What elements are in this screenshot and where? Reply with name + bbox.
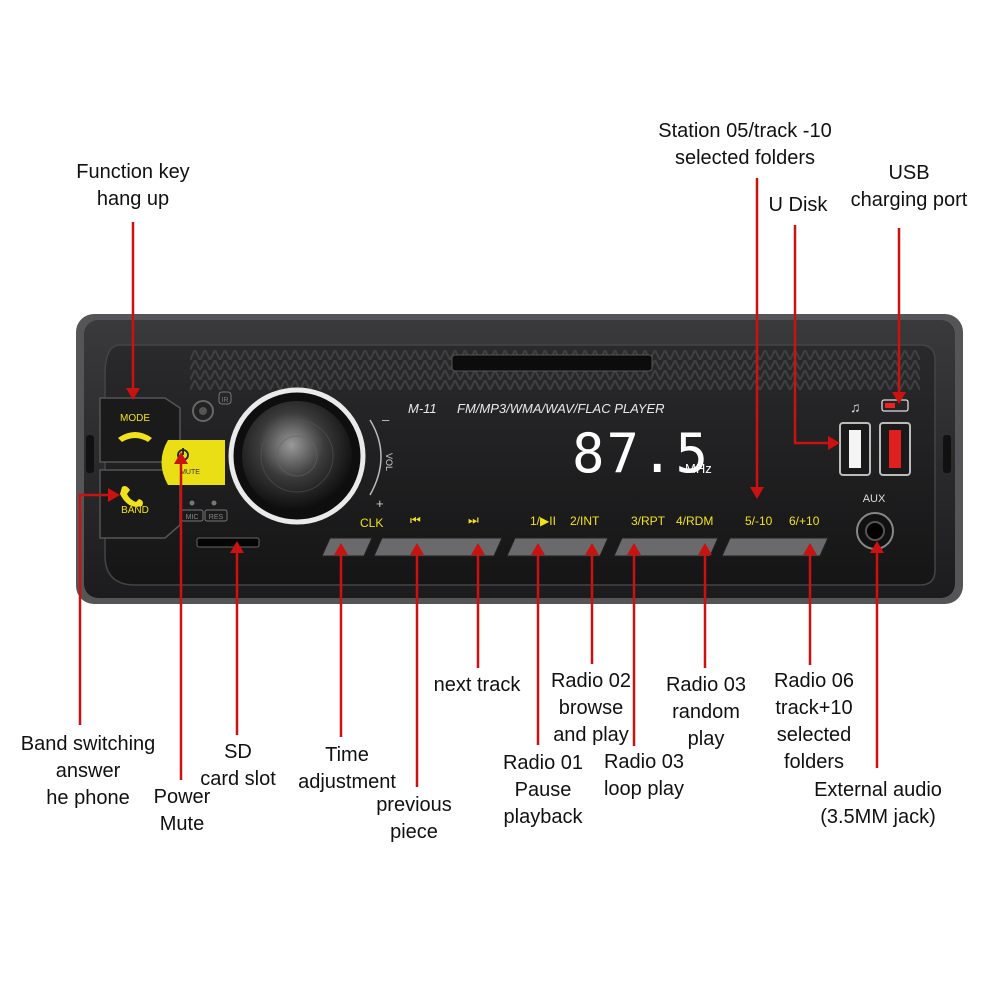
callout-text: answer (55, 760, 121, 782)
callout-text: hang up (96, 188, 170, 210)
battery-icon (881, 399, 909, 412)
callout-station05: Station 05/track -10 selected folders (630, 118, 860, 172)
vol-label: VOL (384, 453, 394, 471)
callout-text: Pause (514, 779, 572, 801)
power-mute-button[interactable] (161, 440, 226, 485)
volume-knob[interactable] (242, 401, 352, 511)
callout-next-track: next track (422, 672, 532, 699)
btn6-label: 6/+10 (789, 514, 820, 528)
vol-plus: + (376, 496, 384, 511)
callout-power-mute: Power Mute (142, 784, 222, 838)
callout-text: Mute (159, 813, 205, 835)
clk-button[interactable] (321, 537, 373, 557)
callout-u-disk: U Disk (758, 192, 838, 219)
sd-card-slot[interactable] (196, 537, 260, 548)
callout-text: USB (888, 162, 930, 184)
callout-text: selected (776, 724, 852, 746)
btn5-label: 5/-10 (745, 514, 773, 528)
aux-label: AUX (863, 493, 886, 505)
next-icon: ⏭ (468, 513, 479, 527)
callout-text: previous (376, 794, 452, 816)
formats-label: FM/MP3/WMA/WAV/FLAC PLAYER (457, 401, 665, 416)
btn1-label: 1/▶II (530, 514, 556, 528)
band-label: BAND (121, 505, 149, 516)
callout-text: browse (558, 697, 624, 719)
callout-radio01: Radio 01 Pause playback (492, 750, 594, 831)
mute-label: MUTE (180, 469, 200, 476)
callout-text: Radio 03 (665, 674, 747, 696)
callout-text: Radio 02 (550, 670, 632, 692)
callout-text: External audio (814, 779, 942, 801)
callout-text: Radio 06 (773, 670, 855, 692)
callout-radio06: Radio 06 track+10 selected folders (762, 668, 866, 776)
callout-text: selected folders (674, 147, 816, 169)
ir-label: IR (222, 397, 229, 404)
callout-text: playback (503, 806, 583, 828)
callout-radio03-loop: Radio 03 loop play (592, 749, 696, 803)
callout-time-adjustment: Time adjustment (288, 742, 406, 796)
callout-text: Radio 01 (502, 752, 584, 774)
callout-text: Power (153, 786, 211, 808)
model-label: M-11 (408, 401, 437, 416)
callout-text: Band switching (20, 733, 156, 755)
prev-icon: ⏮ (410, 513, 421, 527)
callout-text: card slot (200, 768, 276, 790)
callout-text: Station 05/track -10 (658, 120, 832, 142)
callout-radio02: Radio 02 browse and play (540, 668, 642, 749)
callout-function-key: Function key hang up (58, 159, 208, 213)
vol-minus: – (382, 412, 390, 427)
callout-band-switching: Band switching answer he phone (6, 731, 170, 812)
btn4-label: 4/RDM (676, 514, 713, 528)
btn2-label: 2/INT (570, 514, 600, 528)
callout-previous-piece: previous piece (364, 792, 464, 846)
frequency-unit: MHz (685, 461, 712, 476)
callout-text: he phone (46, 787, 130, 809)
callout-text: next track (433, 674, 521, 696)
callout-text: Time (325, 744, 369, 766)
callout-text: and play (553, 724, 629, 746)
frequency-display: 87.5 (572, 422, 710, 485)
callout-text: random (672, 701, 740, 723)
callout-text: Function key (76, 161, 190, 183)
callout-text: loop play (603, 778, 685, 800)
btn12-button[interactable] (506, 537, 609, 557)
callout-text: (3.5MM jack) (820, 806, 936, 828)
callout-text: track+10 (775, 697, 853, 719)
callout-lines (78, 178, 901, 787)
callout-text: charging port (850, 189, 968, 211)
callout-text: adjustment (298, 771, 396, 793)
callout-usb-charging: USB charging port (836, 160, 982, 214)
callout-text: play (687, 728, 725, 750)
callout-external-audio: External audio (3.5MM jack) (800, 777, 956, 831)
res-label: RES (209, 514, 224, 521)
arrow-heads (108, 388, 906, 555)
top-slot (451, 354, 653, 372)
prev-next-button[interactable] (373, 537, 503, 557)
mode-label: MODE (120, 413, 150, 424)
callout-text: SD (224, 741, 252, 763)
music-icon: ♫ (850, 399, 861, 415)
phone-hangup-icon (118, 432, 152, 442)
callout-text: U Disk (768, 194, 828, 216)
callout-text: piece (390, 821, 438, 843)
callout-text: folders (783, 751, 845, 773)
clk-label: CLK (360, 516, 383, 530)
callout-text: Radio 03 (603, 751, 685, 773)
btn56-button[interactable] (721, 537, 829, 557)
mic-label: MIC (186, 514, 199, 521)
btn34-button[interactable] (613, 537, 719, 557)
callout-radio03-random: Radio 03 random play (654, 672, 758, 753)
callout-sd-card: SD card slot (188, 739, 288, 793)
phone-answer-icon (120, 486, 143, 507)
btn3-label: 3/RPT (631, 514, 666, 528)
